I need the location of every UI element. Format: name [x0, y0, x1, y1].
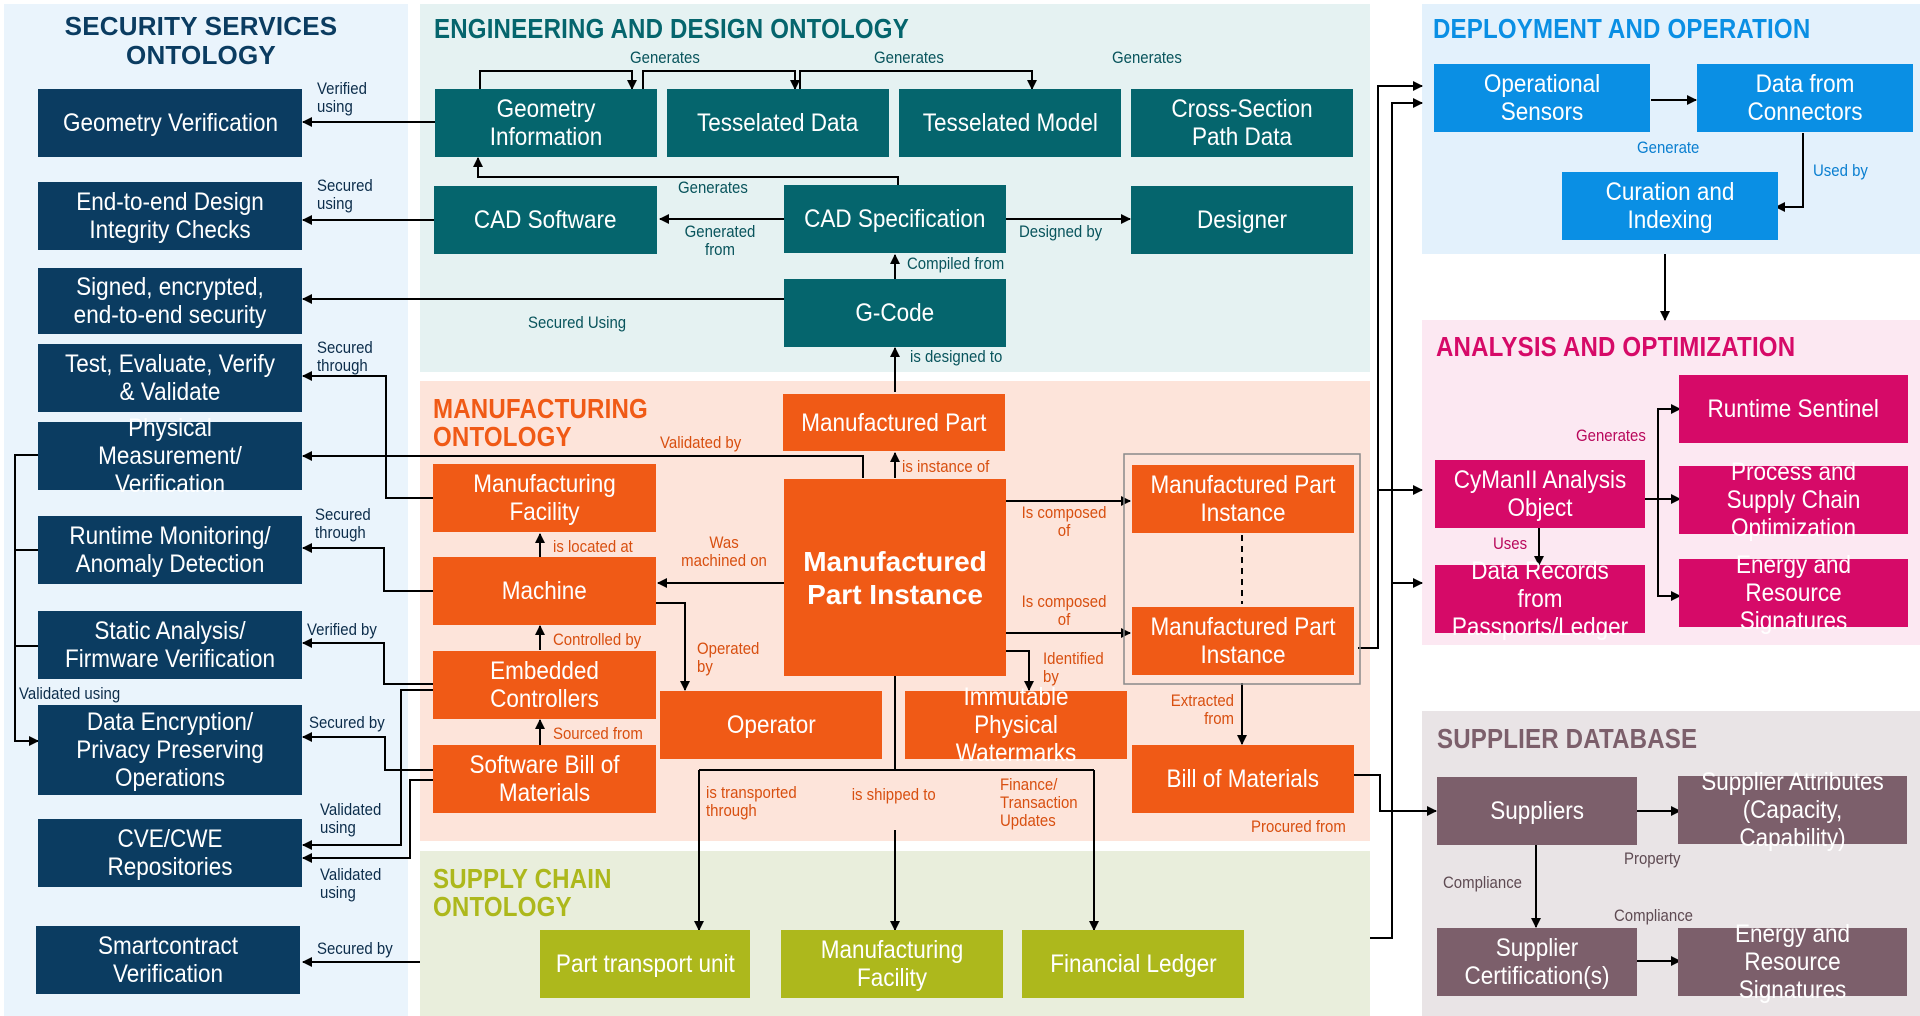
label-secured-through-2: Secured through	[315, 505, 371, 542]
security-panel-title: SECURITY SERVICES ONTOLOGY	[64, 11, 338, 70]
static-analysis-node[interactable]: Static Analysis/ Firmware Verification	[38, 611, 302, 679]
supply-chain-panel-title-line1: SUPPLY CHAIN	[433, 863, 612, 894]
label-was-machined-on: Was machined on	[681, 533, 767, 570]
signed-encrypted-security-node[interactable]: Signed, encrypted, end-to-end security	[38, 268, 302, 334]
label-validated-using-2: Validated using	[320, 865, 382, 902]
wire-trunk-b	[1370, 98, 1423, 939]
label-generated-from: Generated from	[684, 222, 756, 259]
analysis-energy-signatures-node[interactable]: Energy and Resource Signatures	[1679, 551, 1908, 635]
data-records-node[interactable]: Data Records from Passports/Ledger	[1435, 557, 1645, 641]
manufactured-part-instance-node-1[interactable]: Manufactured Part Instance	[1132, 465, 1354, 533]
label-validated-using-1: Validated using	[320, 800, 382, 837]
deployment-panel-title: DEPLOYMENT AND OPERATION	[1433, 13, 1811, 44]
suppliers-node[interactable]: Suppliers	[1437, 777, 1637, 845]
cve-cwe-repositories-node[interactable]: CVE/CWE Repositories	[38, 819, 302, 887]
label-is-located-at: is located at	[553, 537, 633, 556]
manufactured-part-instance-main-node[interactable]: Manufactured Part Instance	[784, 479, 1006, 676]
label-compliance-2: Compliance	[1614, 906, 1693, 925]
label-controlled-by: Controlled by	[553, 630, 642, 649]
manufacturing-panel-title-line1: MANUFACTURING	[433, 393, 648, 424]
analysis-panel-title: ANALYSIS AND OPTIMIZATION	[1436, 331, 1796, 362]
label-extracted-from: Extracted from	[1170, 691, 1234, 728]
label-operated-by: Operated by	[697, 639, 760, 676]
cad-specification-node[interactable]: CAD Specification	[784, 185, 1006, 253]
cymanii-analysis-object-node[interactable]: CyManII Analysis Object	[1435, 460, 1645, 528]
design-integrity-checks-node[interactable]: End-to-end Design Integrity Checks	[38, 182, 302, 250]
label-is-transported-through: is transported through	[706, 783, 797, 820]
manufactured-part-instance-node-2[interactable]: Manufactured Part Instance	[1132, 607, 1354, 675]
cad-software-node[interactable]: CAD Software	[434, 186, 657, 254]
label-is-designed-to: is designed to	[910, 347, 1003, 366]
label-secured-using-2: Secured Using	[528, 313, 627, 332]
physical-measurement-node[interactable]: Physical Measurement/ Verification	[38, 414, 302, 498]
operational-sensors-node[interactable]: Operational Sensors	[1434, 64, 1650, 132]
supplier-certification-node[interactable]: Supplier Certification(s)	[1437, 928, 1637, 996]
cross-section-path-data-node[interactable]: Cross-Section Path Data	[1131, 89, 1353, 157]
software-bom-node[interactable]: Software Bill of Materials	[433, 745, 656, 813]
label-generate: Generate	[1637, 138, 1700, 157]
manufacturing-facility-node[interactable]: Manufacturing Facility	[433, 464, 656, 532]
label-compiled-from: Compiled from	[907, 254, 1005, 273]
curation-indexing-node[interactable]: Curation and Indexing	[1562, 172, 1778, 240]
label-verified-by: Verified by	[307, 620, 377, 639]
smartcontract-verification-node[interactable]: Smartcontract Verification	[36, 926, 300, 994]
label-property: Property	[1624, 849, 1681, 868]
label-uses: Uses	[1493, 534, 1528, 553]
runtime-sentinel-node[interactable]: Runtime Sentinel	[1679, 375, 1908, 443]
label-is-instance-of: is instance of	[902, 457, 990, 476]
label-validated-using-left: Validated using	[19, 684, 121, 703]
manufactured-part-node[interactable]: Manufactured Part	[783, 394, 1005, 451]
financial-ledger-node[interactable]: Financial Ledger	[1022, 930, 1244, 998]
supplier-db-panel-title: SUPPLIER DATABASE	[1437, 723, 1698, 754]
label-sourced-from: Sourced from	[553, 724, 643, 743]
supply-chain-panel-title-line2: ONTOLOGY	[433, 891, 572, 922]
label-finance-updates: Finance/ Transaction Updates	[1000, 775, 1078, 830]
label-procured-from: Procured from	[1251, 817, 1346, 836]
test-evaluate-verify-validate-node[interactable]: Test, Evaluate, Verify & Validate	[38, 344, 302, 412]
label-is-composed-of-1: Is composed of	[1021, 503, 1107, 540]
label-generates-3: Generates	[1112, 48, 1182, 67]
bill-of-materials-node[interactable]: Bill of Materials	[1132, 745, 1354, 813]
part-transport-unit-node[interactable]: Part transport unit	[540, 930, 750, 998]
data-from-connectors-node[interactable]: Data from Connectors	[1697, 64, 1913, 132]
process-supply-chain-optimization-node[interactable]: Process and Supply Chain Optimization	[1679, 458, 1908, 542]
data-encryption-node[interactable]: Data Encryption/ Privacy Preserving Oper…	[38, 705, 302, 795]
label-is-composed-of-2: Is composed of	[1021, 592, 1107, 629]
immutable-watermarks-node[interactable]: Immutable Physical Watermarks	[905, 683, 1127, 767]
label-secured-by-2: Secured by	[317, 939, 393, 958]
supplier-energy-signatures-node[interactable]: Energy and Resource Signatures	[1678, 920, 1907, 1004]
label-used-by: Used by	[1813, 161, 1868, 180]
label-validated-by: Validated by	[660, 433, 742, 452]
label-secured-by-1: Secured by	[309, 713, 385, 732]
label-generates-1: Generates	[630, 48, 700, 67]
runtime-monitoring-node[interactable]: Runtime Monitoring/ Anomaly Detection	[38, 516, 302, 584]
designer-node[interactable]: Designer	[1131, 186, 1353, 254]
label-generates-4: Generates	[678, 178, 748, 197]
tesselated-model-node[interactable]: Tesselated Model	[899, 89, 1121, 157]
geometry-verification-node[interactable]: Geometry Verification	[38, 89, 302, 157]
label-secured-using-1: Secured using	[317, 176, 373, 213]
machine-node[interactable]: Machine	[433, 557, 656, 625]
label-compliance-1: Compliance	[1443, 873, 1522, 892]
supply-manufacturing-facility-node[interactable]: Manufacturing Facility	[781, 930, 1003, 998]
label-generates-analysis: Generates	[1576, 426, 1646, 445]
supplier-attributes-node[interactable]: Supplier Attributes (Capacity, Capabilit…	[1678, 768, 1907, 852]
label-secured-through-1: Secured through	[317, 338, 373, 375]
label-identified-by: Identified by	[1043, 649, 1104, 686]
embedded-controllers-node[interactable]: Embedded Controllers	[433, 651, 656, 719]
g-code-node[interactable]: G-Code	[784, 279, 1006, 347]
engineering-panel-title: ENGINEERING AND DESIGN ONTOLOGY	[434, 13, 909, 44]
tesselated-data-node[interactable]: Tesselated Data	[667, 89, 889, 157]
geometry-information-node[interactable]: Geometry Information	[435, 89, 657, 157]
label-is-shipped-to: is shipped to	[851, 785, 936, 804]
label-generates-2: Generates	[874, 48, 944, 67]
label-designed-by: Designed by	[1019, 222, 1103, 241]
operator-node[interactable]: Operator	[660, 691, 882, 759]
label-verified-using: Verified using	[317, 79, 367, 116]
manufacturing-panel-title-line2: ONTOLOGY	[433, 421, 572, 452]
